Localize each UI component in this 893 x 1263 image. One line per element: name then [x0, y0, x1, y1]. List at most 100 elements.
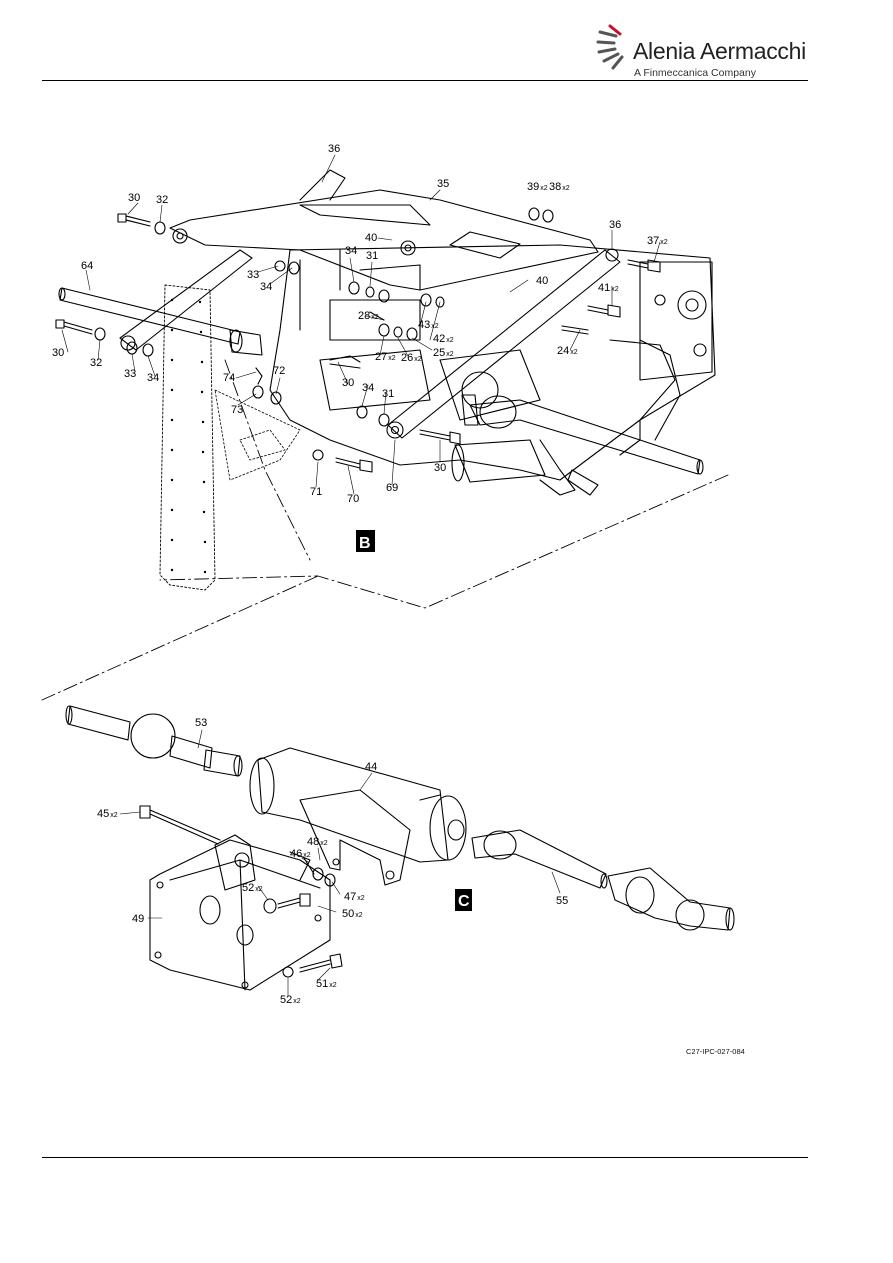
callout-32: 32: [156, 194, 168, 206]
callout-30: 30: [128, 192, 140, 204]
rib-rivets: [170, 298, 207, 574]
callout-55: 55: [556, 895, 568, 907]
bolt-37: [528, 207, 661, 273]
alenia-aermacchi-logo-icon: [596, 24, 624, 70]
callout-34: 34: [362, 382, 374, 394]
callout-33: 33: [124, 368, 136, 380]
callout-multiplier: x2: [320, 840, 328, 847]
callout-43: 43x2: [418, 319, 439, 331]
callout-multiplier: x2: [446, 337, 454, 344]
callout-31: 31: [366, 250, 378, 262]
callout-40: 40: [365, 232, 377, 244]
callout-multiplier: x2: [446, 351, 454, 358]
callout-53: 53: [195, 717, 207, 729]
callout-48: 48x2: [307, 836, 328, 848]
brand-logo: [596, 22, 796, 82]
svg-text:C: C: [458, 893, 470, 910]
callout-multiplier: x2: [562, 185, 570, 192]
callout-52: 52x2: [242, 882, 263, 894]
callout-44: 44: [365, 761, 377, 773]
callout-38: 38x2: [549, 181, 570, 193]
callout-multiplier: x2: [540, 185, 548, 192]
callout-41: 41x2: [598, 282, 619, 294]
callout-47: 47x2: [344, 891, 365, 903]
callout-32: 32: [90, 357, 102, 369]
callout-73: 73: [231, 404, 243, 416]
view-b-label: B: [356, 530, 375, 552]
bolt-41: [587, 304, 621, 318]
callout-46: 46x2: [290, 848, 311, 860]
callout-30: 30: [342, 377, 354, 389]
rib-gusset: [214, 389, 301, 481]
nuts-33-34-upper: [274, 260, 390, 303]
callout-multiplier: x2: [371, 314, 379, 321]
callout-24: 24x2: [557, 345, 578, 357]
callout-49: 49: [132, 913, 144, 925]
callout-multiplier: x2: [570, 349, 578, 356]
fasteners-25-28: [369, 293, 445, 341]
callout-52: 52x2: [280, 994, 301, 1006]
view-c-boundary: [41, 575, 319, 701]
callout-71: 71: [310, 486, 322, 498]
callout-multiplier: x2: [329, 982, 337, 989]
figure-reference: C27-IPC-027-084: [686, 1047, 745, 1056]
callout-34: 34: [260, 281, 272, 293]
leader-lines: [61, 154, 661, 997]
view-b-boundary: [159, 359, 729, 609]
callout-31: 31: [382, 388, 394, 400]
callout-34: 34: [345, 245, 357, 257]
callout-30: 30: [434, 462, 446, 474]
callout-33: 33: [247, 269, 259, 281]
brand-tagline: A Finmeccanica Company: [634, 67, 756, 79]
gearbox-housing: [269, 244, 716, 481]
bolt-30-left: [55, 319, 154, 357]
callout-30: 30: [52, 347, 64, 359]
callout-37: 37x2: [647, 235, 668, 247]
callout-28: 28x2: [358, 310, 379, 322]
view-c-label: C: [455, 889, 472, 911]
callout-42: 42x2: [433, 333, 454, 345]
callout-51: 51x2: [316, 978, 337, 990]
callout-multiplier: x2: [357, 895, 365, 902]
upper-bracket: [169, 189, 599, 291]
callout-multiplier: x2: [414, 356, 422, 363]
callout-35: 35: [437, 178, 449, 190]
callout-multiplier: x2: [293, 998, 301, 1005]
callout-multiplier: x2: [660, 239, 668, 246]
actuator-44: [257, 747, 449, 863]
footer-rule: [42, 1157, 808, 1158]
link-arm-right: [387, 249, 621, 439]
callout-multiplier: x2: [431, 323, 439, 330]
callout-74: 74: [223, 372, 235, 384]
callout-multiplier: x2: [255, 886, 263, 893]
callout-69: 69: [386, 482, 398, 494]
output-shaft: [469, 399, 701, 475]
shaft-53: [67, 705, 131, 741]
callout-45: 45x2: [97, 808, 118, 820]
bolt-30-top-left: [117, 213, 166, 235]
top-hinge-36: [299, 169, 346, 201]
callout-70: 70: [347, 493, 359, 505]
callout-multiplier: x2: [388, 355, 396, 362]
callout-26: 26x2: [401, 352, 422, 364]
callout-36: 36: [609, 219, 621, 231]
rib-panel: [159, 284, 216, 591]
callout-multiplier: x2: [110, 812, 118, 819]
bracket-49: [149, 839, 331, 991]
callout-multiplier: x2: [303, 852, 311, 859]
callout-64: 64: [81, 260, 93, 272]
brand-name: Alenia Aermacchi: [633, 38, 806, 64]
callout-34: 34: [147, 372, 159, 384]
callout-40: 40: [536, 275, 548, 287]
link-arm-left: [119, 249, 253, 351]
callout-72: 72: [273, 365, 285, 377]
svg-text:B: B: [359, 535, 371, 552]
callout-multiplier: x2: [355, 912, 363, 919]
bolt-45: [139, 805, 221, 845]
header-rule: [42, 80, 808, 81]
callout-25: 25x2: [433, 347, 454, 359]
bolt-24: [561, 325, 589, 335]
callout-39: 39x2: [527, 181, 548, 193]
